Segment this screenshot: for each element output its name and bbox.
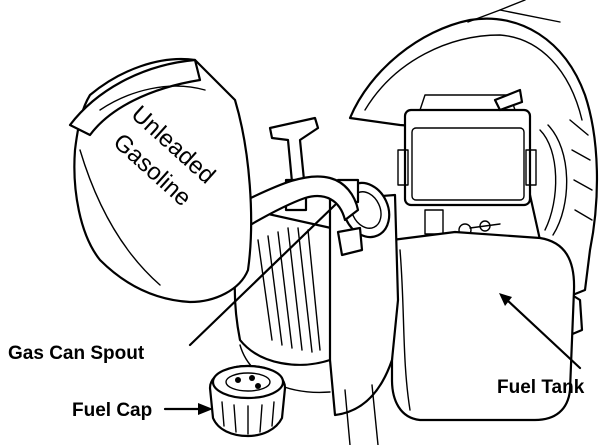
- engine-housing: [348, 0, 599, 337]
- gas-can: Unleaded Gasoline: [68, 58, 360, 304]
- label-gas-can-spout: Gas Can Spout: [8, 343, 145, 364]
- leader-lines: [163, 203, 582, 415]
- label-fuel-cap: Fuel Cap: [72, 400, 152, 421]
- fuel-tank: [390, 230, 576, 422]
- fuel-cap-icon: [208, 364, 287, 438]
- label-fuel-tank: Fuel Tank: [497, 377, 585, 398]
- air-filter-box: [397, 88, 568, 236]
